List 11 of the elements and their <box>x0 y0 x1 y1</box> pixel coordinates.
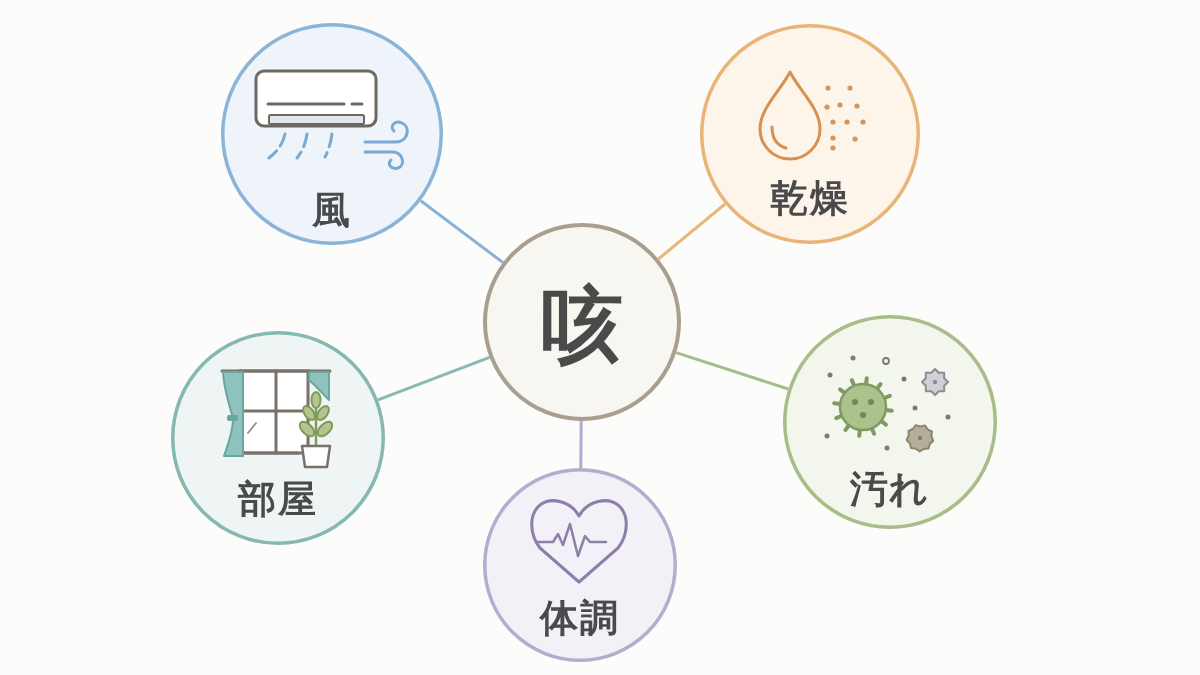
topic-label: 風 <box>312 191 352 229</box>
connector-line <box>579 421 583 468</box>
connector-line <box>675 351 789 391</box>
topic-label: 乾燥 <box>770 179 850 217</box>
hub-label: 咳 <box>541 284 623 366</box>
topic-label: 体調 <box>540 599 620 637</box>
connector-line <box>657 202 727 261</box>
topic-label: 汚れ <box>850 470 930 508</box>
connector-line <box>377 355 491 402</box>
connector-line <box>419 199 504 264</box>
topic-label: 部屋 <box>238 480 318 518</box>
